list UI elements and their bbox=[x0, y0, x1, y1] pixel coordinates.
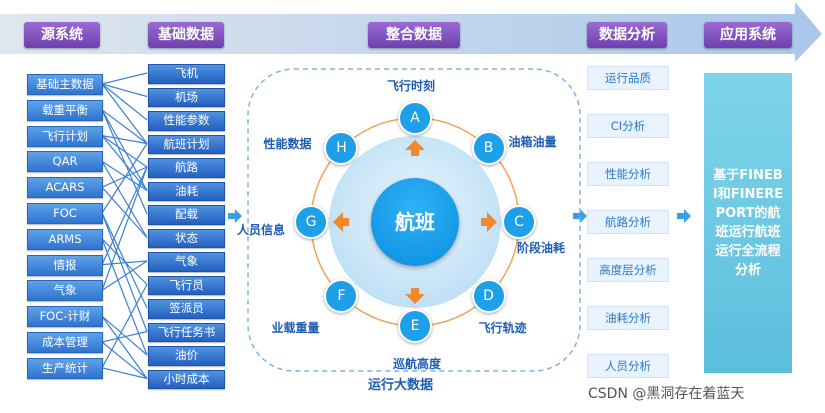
mapping-line bbox=[101, 72, 148, 85]
source-item: 基础主数据 bbox=[27, 74, 103, 95]
mapping-line bbox=[101, 186, 148, 238]
hub-arrow bbox=[481, 212, 497, 232]
flow-arrow bbox=[228, 209, 242, 223]
hub-arrow bbox=[405, 288, 425, 304]
mapping-line bbox=[101, 284, 148, 369]
mapping-line bbox=[101, 83, 148, 144]
mapping-line bbox=[101, 315, 148, 379]
mapping-line bbox=[101, 135, 148, 168]
source-item: QAR bbox=[27, 151, 103, 173]
watermark: CSDN @黑洞存在着蓝天 bbox=[588, 386, 745, 402]
source-item: 飞行计划 bbox=[27, 125, 103, 147]
mapping-line bbox=[101, 341, 148, 379]
base-item: 航路 bbox=[148, 158, 225, 178]
mapping-line bbox=[101, 260, 148, 266]
mapping-line bbox=[101, 143, 148, 214]
app-system-box: 基于FINEBI和FINEREPORT的航班运行航班运行全流程分析 bbox=[704, 73, 792, 373]
hub-arrow bbox=[333, 212, 349, 232]
base-item: 配载 bbox=[148, 205, 225, 225]
source-item: FOC-计财 bbox=[27, 306, 103, 328]
analysis-item: 油耗分析 bbox=[587, 306, 669, 330]
header-analysis: 数据分析 bbox=[587, 22, 667, 48]
hub-center-flight: 航班 bbox=[371, 178, 459, 266]
mapping-line bbox=[101, 109, 148, 215]
hub-node-label: 巡航高度 bbox=[393, 357, 442, 371]
header-integrate: 整合数据 bbox=[368, 22, 460, 48]
mapping-line bbox=[101, 166, 148, 188]
base-item: 油耗 bbox=[148, 181, 225, 201]
base-item: 气象 bbox=[148, 252, 225, 272]
source-item: ARMS bbox=[27, 228, 103, 250]
analysis-item: 运行品质 bbox=[587, 66, 669, 90]
mapping-line bbox=[101, 135, 148, 191]
base-item: 签派员 bbox=[148, 299, 225, 319]
source-item: 气象 bbox=[27, 280, 103, 302]
mapping-line bbox=[101, 212, 148, 309]
base-item: 航班计划 bbox=[148, 134, 225, 154]
hub-node-g: G bbox=[294, 205, 328, 239]
hub-node-h: H bbox=[324, 131, 359, 166]
base-item: 状态 bbox=[148, 228, 225, 248]
analysis-item: 人员分析 bbox=[587, 354, 669, 378]
mapping-line bbox=[101, 83, 148, 121]
mapping-line bbox=[101, 109, 148, 144]
hub-node-label: 人员信息 bbox=[237, 223, 286, 237]
hub-node-e: E bbox=[398, 309, 432, 343]
header-app: 应用系统 bbox=[704, 22, 792, 48]
source-item: ACARS bbox=[27, 177, 103, 199]
hub-node-label: 性能数据 bbox=[263, 137, 312, 152]
source-item: 载重平衡 bbox=[27, 99, 103, 121]
base-item: 油价 bbox=[148, 346, 225, 366]
mapping-line bbox=[101, 212, 148, 332]
mapping-line bbox=[101, 109, 148, 191]
app-system-text: 基于FINEBI和FINEREPORT的航班运行航班运行全流程分析 bbox=[712, 168, 784, 278]
base-item: 机场 bbox=[148, 87, 225, 107]
hub-node-label: 阶段油耗 bbox=[517, 241, 566, 255]
base-item: 飞行员 bbox=[148, 275, 225, 295]
hub-node-b: B bbox=[471, 131, 506, 166]
header-base: 基础数据 bbox=[148, 22, 224, 48]
hub-node-c: C bbox=[502, 205, 536, 239]
mapping-line bbox=[101, 166, 148, 265]
analysis-item: 高度层分析 bbox=[587, 258, 669, 282]
hub-arrow bbox=[405, 140, 425, 156]
hub-node-label: 飞行轨迹 bbox=[478, 320, 527, 335]
analysis-item: CI分析 bbox=[587, 114, 669, 138]
flow-arrow bbox=[677, 209, 691, 223]
hub-footer: 运行大数据 bbox=[368, 378, 434, 393]
hub-node-a: A bbox=[398, 101, 432, 135]
analysis-item: 性能分析 bbox=[587, 162, 669, 186]
mapping-line bbox=[101, 166, 148, 291]
mapping-line bbox=[101, 160, 148, 192]
source-item: FOC bbox=[27, 203, 103, 224]
mapping-line bbox=[101, 260, 148, 291]
header-source: 源系统 bbox=[24, 22, 100, 48]
hub-node-d: D bbox=[471, 278, 506, 313]
mapping-line bbox=[101, 238, 148, 285]
base-item: 飞行任务书 bbox=[148, 322, 225, 342]
mapping-line bbox=[101, 367, 148, 380]
hub-node-label: 飞行时刻 bbox=[387, 79, 436, 93]
flow-arrow bbox=[573, 209, 587, 223]
hub-node-label: 业载重量 bbox=[271, 320, 320, 335]
mapping-line bbox=[101, 135, 148, 145]
source-item: 成本管理 bbox=[27, 332, 103, 353]
analysis-item: 航路分析 bbox=[587, 210, 669, 234]
base-item: 飞机 bbox=[148, 64, 225, 84]
source-item: 情报 bbox=[27, 254, 103, 276]
hub-node-f: F bbox=[324, 278, 359, 313]
hub-container bbox=[247, 68, 581, 372]
source-item: 生产统计 bbox=[27, 357, 103, 379]
mapping-line bbox=[101, 238, 148, 356]
base-item: 小时成本 bbox=[148, 369, 225, 389]
mapping-line bbox=[101, 161, 148, 238]
hub-node-label: 油箱油量 bbox=[508, 135, 557, 150]
mapping-line bbox=[101, 315, 148, 356]
base-item: 性能参数 bbox=[148, 111, 225, 131]
mapping-line bbox=[101, 330, 148, 343]
mapping-line bbox=[101, 83, 148, 98]
